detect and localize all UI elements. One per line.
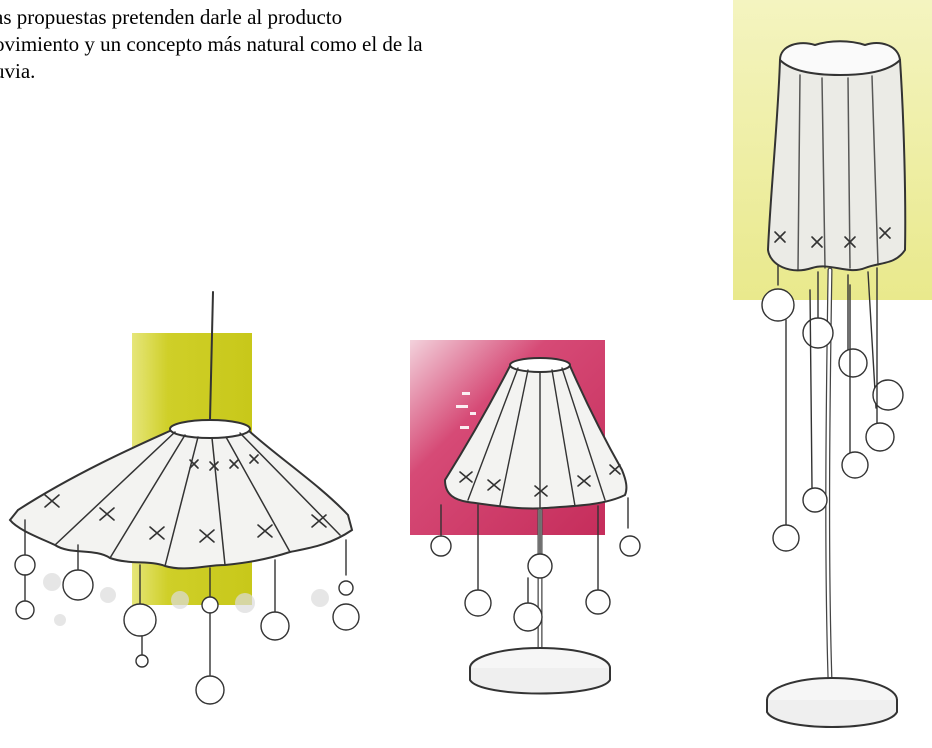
pendant-shade: [8, 429, 354, 570]
paragraph-line-1: as propuestas pretenden darle al product…: [0, 5, 343, 29]
table-lamp: [410, 340, 641, 695]
table-lamp-shade: [443, 365, 628, 510]
paragraph-line-2: ovimiento y un concepto más natural como…: [0, 32, 423, 56]
intro-paragraph: as propuestas pretenden darle al product…: [0, 4, 654, 85]
floor-lamp: [733, 0, 932, 728]
paragraph-line-3: uvia.: [0, 59, 36, 83]
table-lamp-top-ring: [509, 357, 571, 373]
pendant-top-ring: [169, 419, 251, 439]
hanging-pendant-lamp: [8, 291, 360, 705]
floor-lamp-shade: [766, 59, 907, 272]
